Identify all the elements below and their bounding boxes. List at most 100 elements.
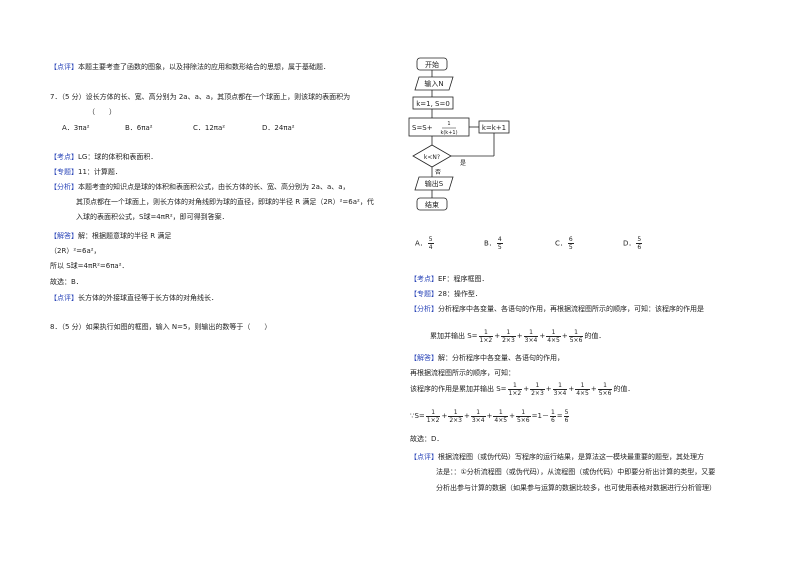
flowchart-yes-label: 是 xyxy=(460,160,466,167)
jieda-7-line-2: （2R）²=6a²， xyxy=(50,247,101,255)
fraction-numerator: 5 xyxy=(636,236,643,244)
dianping-tag: 【点评】 xyxy=(410,453,438,461)
fraction-numerator: 1 xyxy=(552,382,568,390)
q7-paren: （ ） xyxy=(88,108,116,116)
fraction-numerator: 1 xyxy=(501,329,516,337)
fenxi-7-line-3: 入球的表面积公式，S球=4πR²，即可得到答案． xyxy=(76,213,229,221)
because-tail: =1－ xyxy=(531,412,549,420)
fraction-numerator: 1 xyxy=(470,409,486,417)
fraction-numerator: 1 xyxy=(549,408,556,417)
zhuanti-8: 【专题】28：操作型． xyxy=(410,289,482,299)
fraction-numerator: 1 xyxy=(568,329,584,337)
flowchart-frac-num: 1 xyxy=(447,121,450,127)
jieda-text: 解：分析程序中各变量、各语句的作用， xyxy=(438,354,564,362)
fraction-denominator: 4×5 xyxy=(576,389,589,397)
dianping-8-line-1: 【点评】根据流程图（或伪代码）写程序的运行结果，是算法这一模块最重要的题型，其处… xyxy=(410,452,704,462)
fraction-numerator: 1 xyxy=(530,382,545,390)
fraction-numerator: 5 xyxy=(427,236,434,244)
kaodian-8: 【考点】EF：程序框图． xyxy=(410,274,488,284)
sum-suffix: 的值． xyxy=(613,385,635,393)
comment-text: 本题主要考查了函数的图象，以及排除法的应用和数形结合的思想，属于基础题． xyxy=(78,63,330,71)
fraction-denominator: 1×2 xyxy=(479,336,493,344)
flowchart-init-text: k=1, S=0 xyxy=(416,100,450,108)
fraction-denominator: 1×2 xyxy=(426,416,440,424)
fraction-numerator: 1 xyxy=(546,329,561,337)
fraction-numerator: 1 xyxy=(515,409,531,417)
because-prefix: ∵S= xyxy=(410,412,425,420)
fraction-numerator: 1 xyxy=(597,382,613,390)
dianping-text: 根据流程图（或伪代码）写程序的运行结果，是算法这一模块最重要的题型，其处理方 xyxy=(438,453,704,461)
fenxi-8: 【分析】分析程序中各变量、各语句的作用，再根据流程图所示的顺序，可知：该程序的作… xyxy=(410,304,704,314)
comment-tag: 【点评】 xyxy=(50,294,78,302)
fraction-denominator: 4 xyxy=(428,244,433,251)
fenxi-tag: 【分析】 xyxy=(410,305,438,313)
q8-stem: 8．（5 分）如果执行如图的框图，输入 N=5，则输出的数等于（ ） xyxy=(50,323,272,331)
comment-tag: 【点评】 xyxy=(50,63,78,71)
fraction-numerator: 1 xyxy=(507,382,523,390)
flowchart-end-text: 结束 xyxy=(425,200,439,209)
flowchart-no-label: 否 xyxy=(435,169,441,176)
fraction-numerator: 1 xyxy=(478,329,494,337)
zhuanti-text: 11：计算题． xyxy=(78,168,122,176)
fraction-numerator: 1 xyxy=(523,329,539,337)
fraction-denominator: 3×4 xyxy=(524,336,538,344)
zhuanti-text: 28：操作型． xyxy=(438,290,482,298)
fraction-numerator: 6 xyxy=(567,236,574,244)
flowchart-cond-text: k<N? xyxy=(424,154,440,161)
comment-2: 【点评】长方体的外接球直径等于长方体的对角线长． xyxy=(50,293,218,303)
q7-stem: 7．（5 分）设长方体的长、宽、高分别为 2a、a、a，其顶点都在一个球面上，则… xyxy=(50,93,351,101)
kaodian-7: 【考点】LG：球的体积和表面积． xyxy=(50,152,157,162)
jieda-tag: 【解答】 xyxy=(410,354,438,362)
fraction-denominator: 2×3 xyxy=(502,336,515,344)
fraction-denominator: 4×5 xyxy=(494,416,508,424)
fraction-denominator: 5 xyxy=(568,244,573,251)
flowchart-init-box xyxy=(412,96,454,110)
fraction-denominator: 3×4 xyxy=(471,416,485,424)
flowchart-start-text: 开始 xyxy=(425,60,439,69)
q7-option-c: C．12πa² xyxy=(193,124,226,132)
fraction-denominator: 1×2 xyxy=(508,389,522,397)
flowchart-output-box xyxy=(414,176,454,191)
zhuanti-tag: 【专题】 xyxy=(50,168,78,176)
option-label: A． xyxy=(415,239,427,248)
kaodian-text: LG：球的体积和表面积． xyxy=(78,153,158,161)
q7-option-b: B．6πa² xyxy=(125,124,153,132)
fenxi-7-line-1: 【分析】本题考查的知识点是球的体积和表面积公式，由长方体的长、宽、高分别为 2a… xyxy=(50,182,350,192)
option-label: D． xyxy=(623,239,636,248)
fraction-denominator: 5 xyxy=(497,244,502,251)
kaodian-tag: 【考点】 xyxy=(50,153,78,161)
fraction-denominator: 5×6 xyxy=(516,416,530,424)
flowchart-frac-den: k(k+1) xyxy=(440,130,457,136)
fraction-denominator: 2×3 xyxy=(531,389,544,397)
dianping-8-line-2: 法是：：①分析流程图（或伪代码），从流程图（或伪代码）中即要分析出计算的类型，又… xyxy=(436,468,716,476)
dianping-8-line-3: 分析出参与计算的数据（如果参与运算的数据比较多，也可使用表格对数据进行分析管理） xyxy=(436,484,716,492)
fenxi-7-line-2: 其顶点都在一个球面上，则长方体的对角线即为球的直径，即球的半径 R 满足（2R）… xyxy=(76,198,374,206)
fraction-denominator: 4×5 xyxy=(547,336,560,344)
fraction-denominator: 2×3 xyxy=(449,416,462,424)
fraction-denominator: 6 xyxy=(550,416,555,424)
jieda-7-line-3: 所以 S球=4πR²=6πa²． xyxy=(50,262,129,270)
fenxi-text: 本题考查的知识点是球的体积和表面积公式，由长方体的长、宽、高分别为 2a、a、a… xyxy=(78,183,350,191)
sum-prefix: 累加并输出 S= xyxy=(430,332,478,340)
